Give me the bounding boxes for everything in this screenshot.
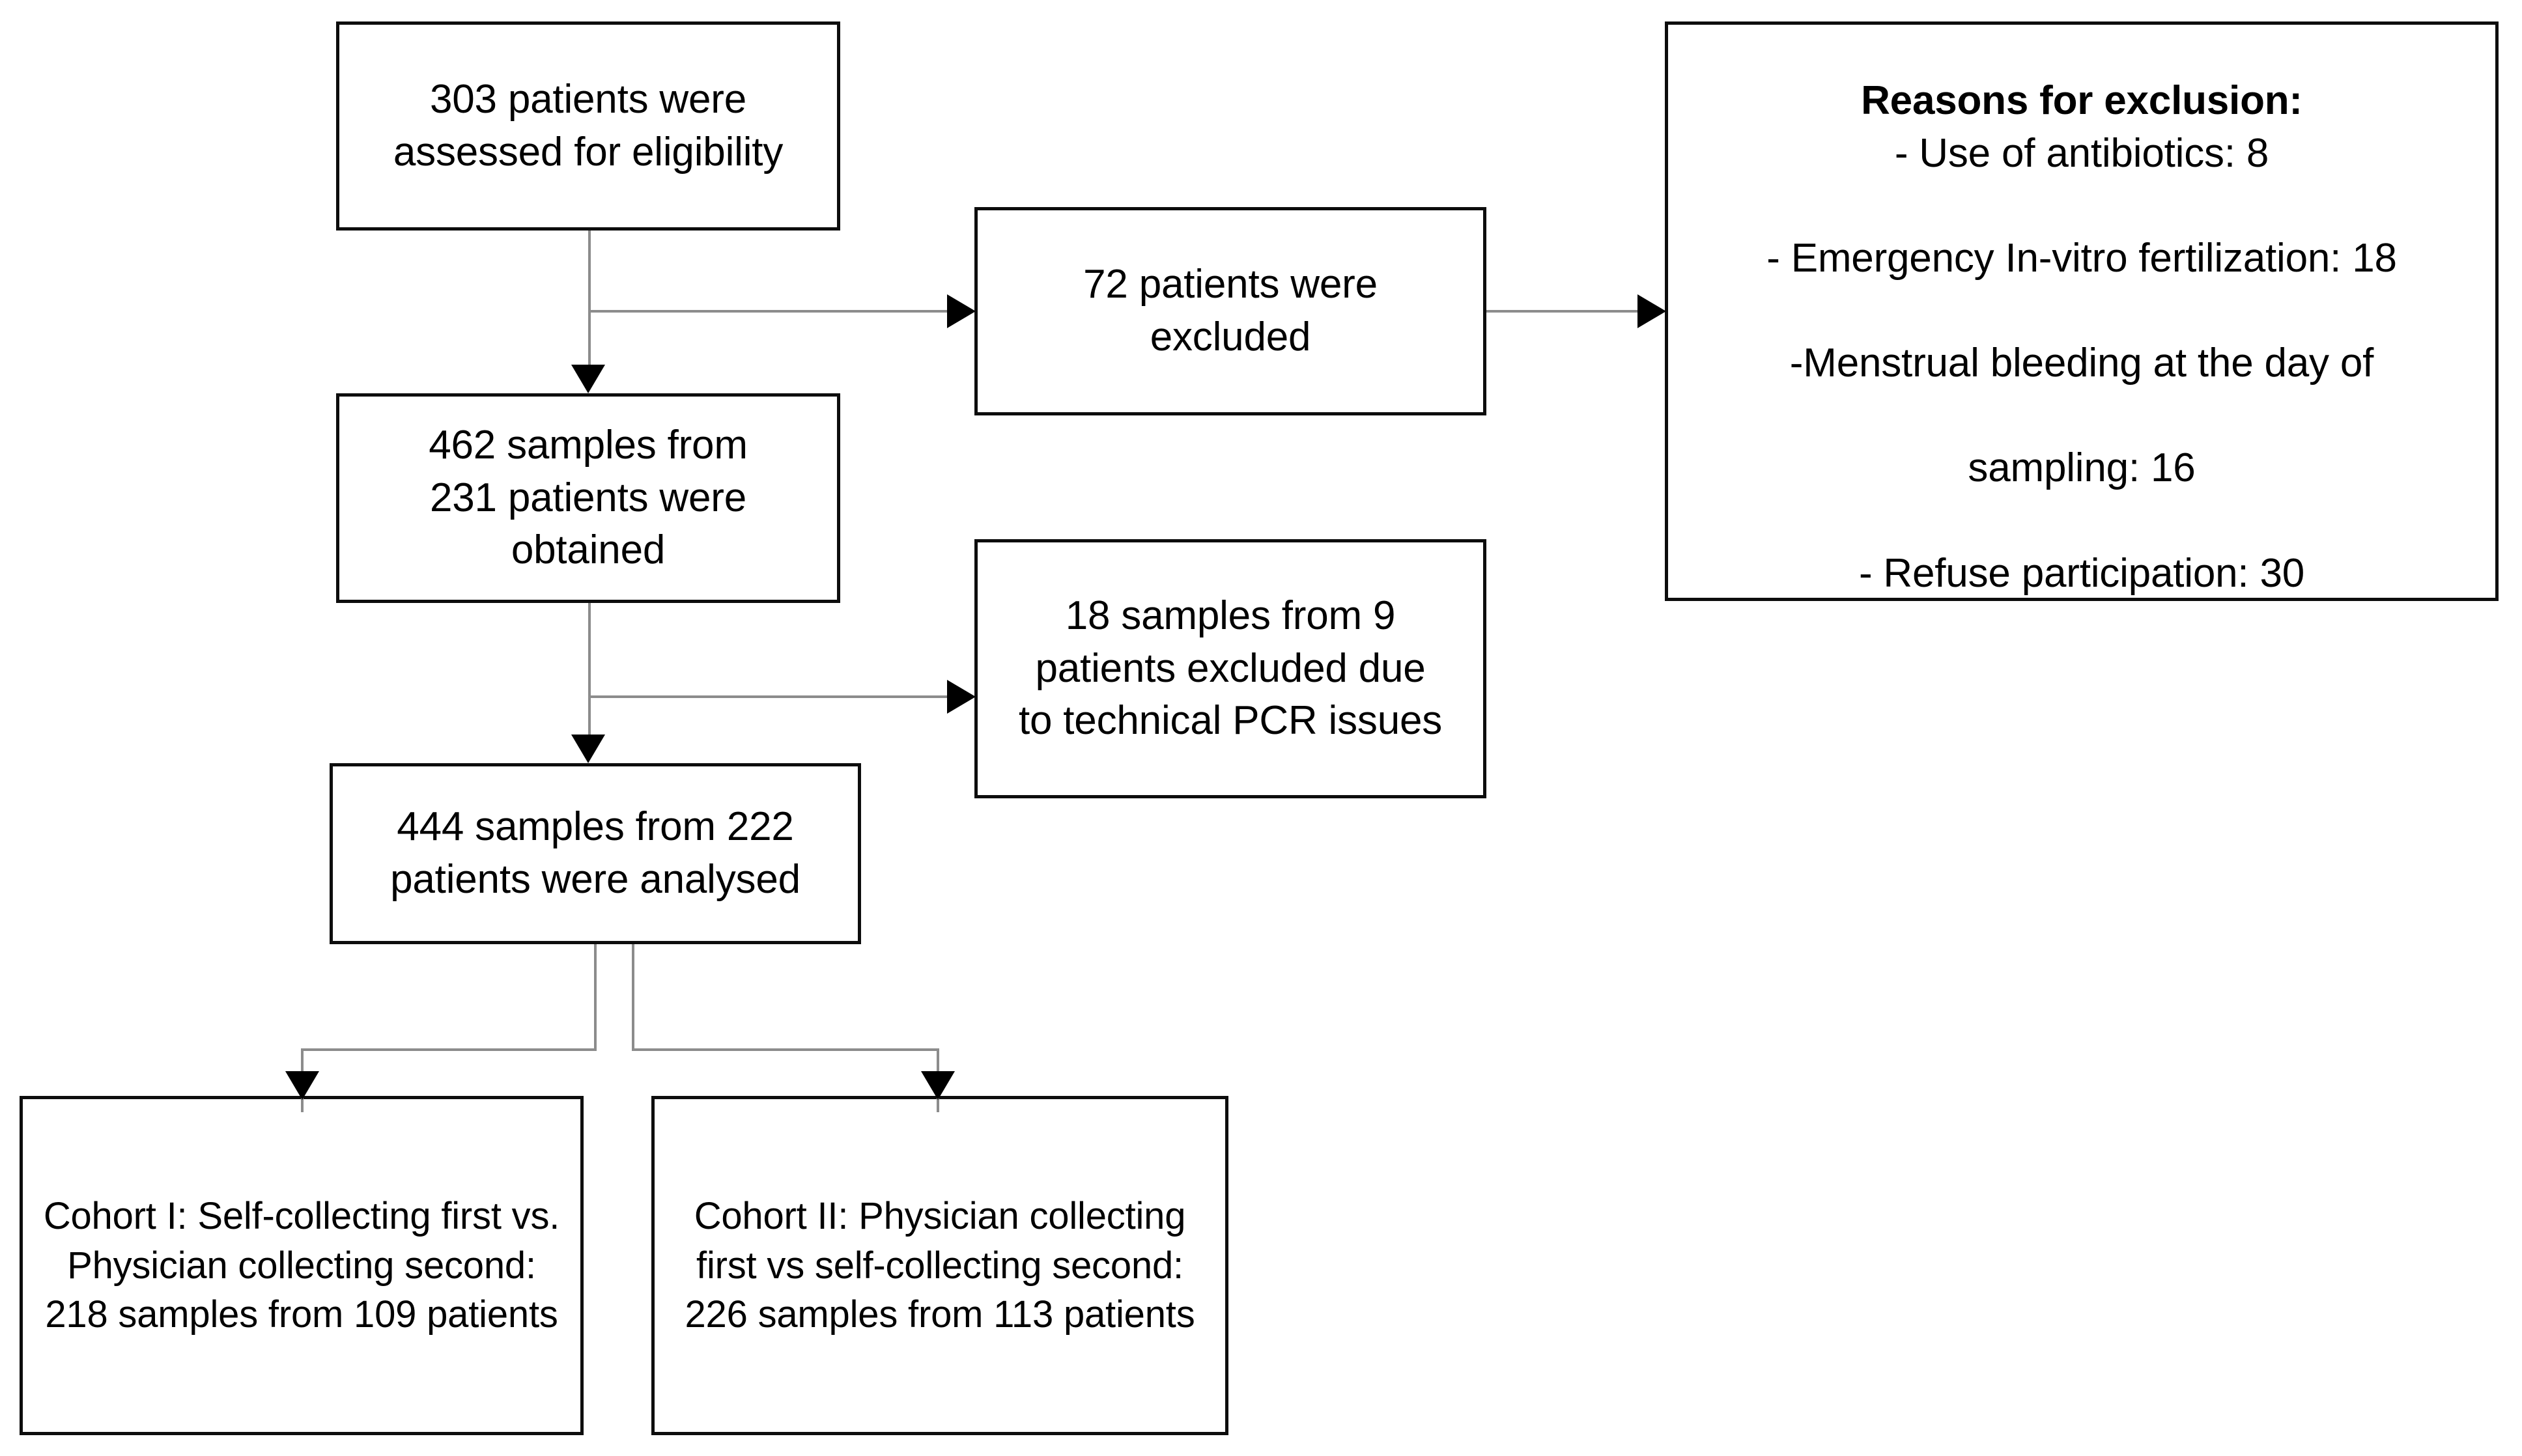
exclusion-reasons-title: Reasons for exclusion:: [1861, 78, 2302, 124]
edge-analysed-to-cohort2-vertical-top: [632, 944, 634, 1051]
node-cohort-1: Cohort I: Self-collecting first vs. Phys…: [20, 1096, 584, 1435]
edge-obtained-to-pcr-horizontal: [588, 695, 947, 698]
node-samples-analysed-text: 444 samples from 222 patients were analy…: [390, 804, 801, 902]
edge-obtained-trunk: [588, 603, 591, 735]
edge-analysed-to-cohort1-vertical-top: [594, 944, 597, 1051]
edge-assessed-trunk: [588, 231, 591, 365]
exclusion-reason-item-4: - Refuse participation: 30: [1858, 550, 2305, 596]
edge-analysed-to-cohort2-arrowhead: [921, 1071, 955, 1100]
edge-assessed-to-excluded-arrowhead: [947, 294, 976, 328]
node-excluded-patients-text: 72 patients were excluded: [1083, 262, 1378, 359]
edge-obtained-to-analysed-arrowhead: [571, 735, 605, 763]
node-pcr-excluded-text: 18 samples from 9 patients excluded due …: [1018, 593, 1443, 744]
node-excluded-patients: 72 patients were excluded: [974, 207, 1486, 415]
node-cohort-2-text: Cohort II: Physician collecting first vs…: [685, 1195, 1195, 1336]
exclusion-reason-item-3: sampling: 16: [1968, 445, 2196, 491]
edge-analysed-to-cohort2-horizontal: [632, 1048, 939, 1051]
node-cohort-2: Cohort II: Physician collecting first vs…: [651, 1096, 1228, 1435]
node-samples-obtained-text: 462 samples from 231 patients were obtai…: [429, 423, 748, 573]
edge-excluded-to-reasons-arrowhead: [1637, 294, 1666, 328]
edge-assessed-to-obtained-arrowhead: [571, 365, 605, 393]
node-cohort-1-text: Cohort I: Self-collecting first vs. Phys…: [43, 1195, 560, 1336]
edge-analysed-to-cohort1-horizontal: [301, 1048, 597, 1051]
node-exclusion-reasons: Reasons for exclusion: - Use of antibiot…: [1665, 21, 2499, 601]
exclusion-reason-item-0: - Use of antibiotics: 8: [1894, 130, 2269, 176]
node-samples-analysed: 444 samples from 222 patients were analy…: [330, 763, 861, 944]
edge-obtained-to-pcr-arrowhead: [947, 680, 976, 714]
exclusion-reason-item-2: -Menstrual bleeding at the day of: [1789, 341, 2374, 386]
node-assessed-text: 303 patients were assessed for eligibili…: [393, 76, 784, 175]
node-assessed-for-eligibility: 303 patients were assessed for eligibili…: [336, 21, 840, 231]
node-pcr-excluded: 18 samples from 9 patients excluded due …: [974, 539, 1486, 798]
edge-excluded-to-reasons-horizontal: [1486, 310, 1637, 313]
node-samples-obtained: 462 samples from 231 patients were obtai…: [336, 393, 840, 603]
exclusion-reason-item-1: - Emergency In-vitro fertilization: 18: [1766, 236, 2397, 281]
edge-assessed-to-excluded-horizontal: [588, 310, 947, 313]
node-exclusion-reasons-text: Reasons for exclusion: - Use of antibiot…: [1682, 23, 2481, 600]
edge-analysed-to-cohort1-arrowhead: [285, 1071, 319, 1100]
